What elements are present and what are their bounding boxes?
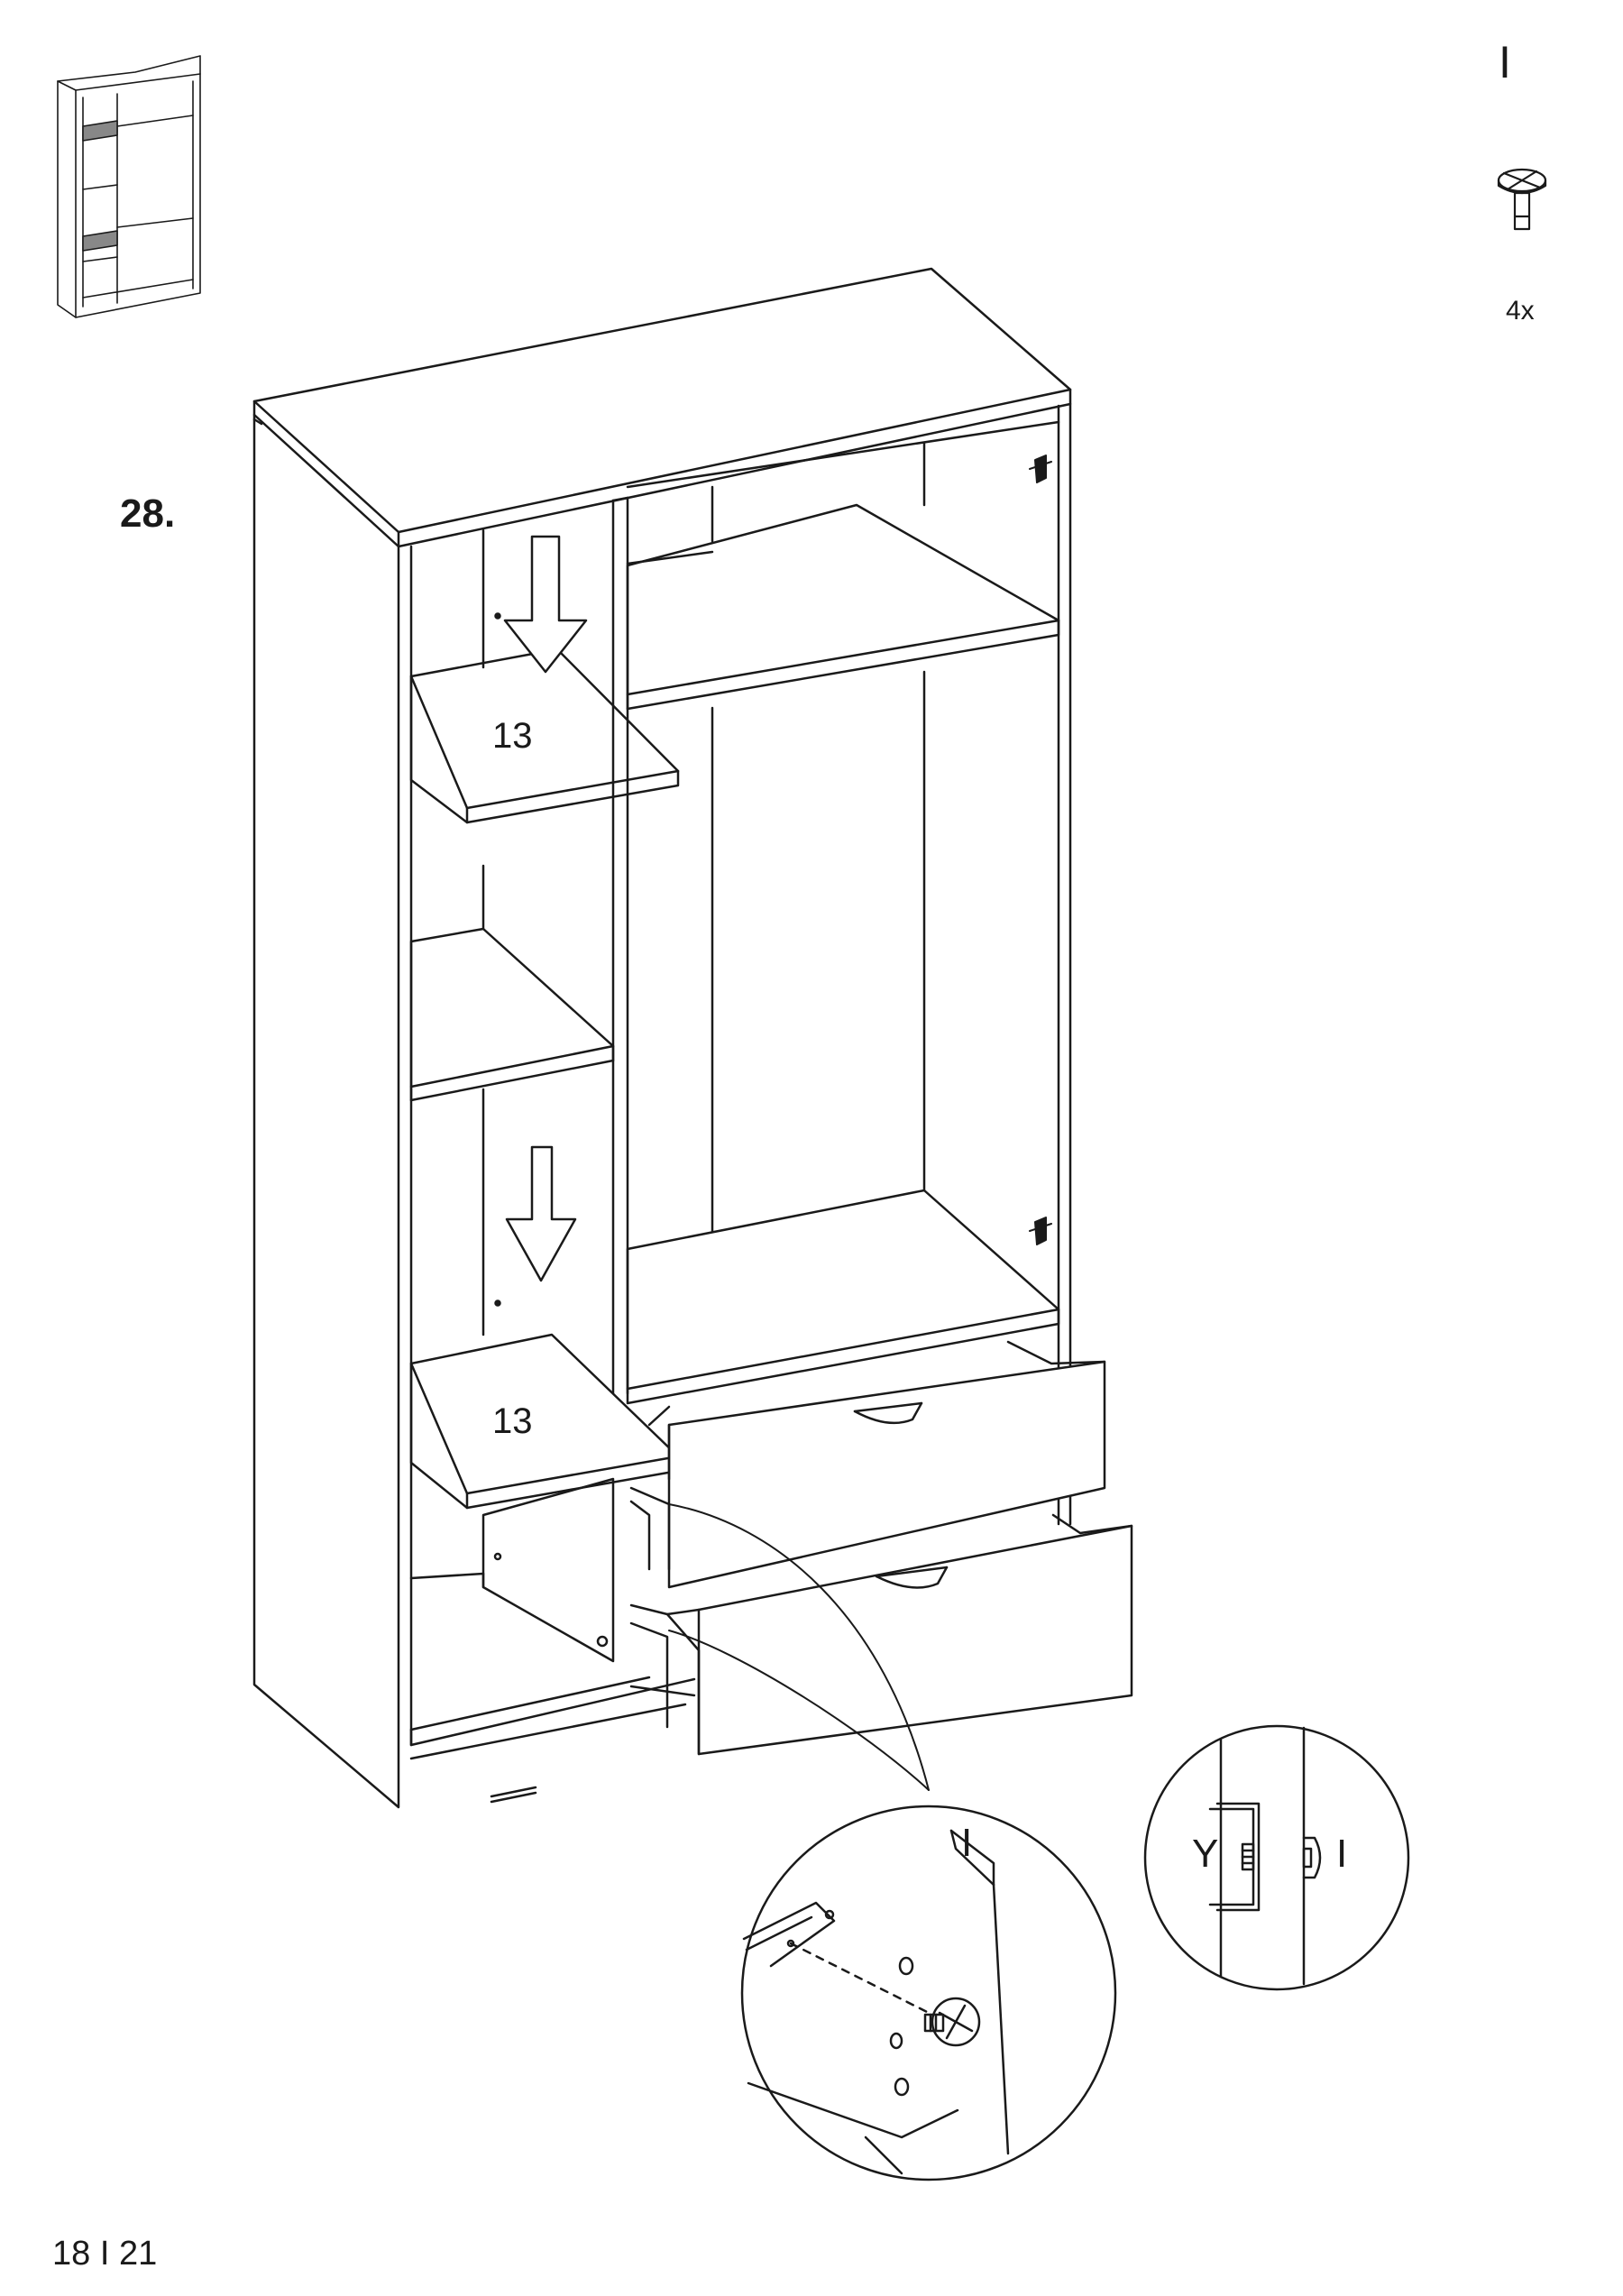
shelf-13-top	[409, 647, 680, 824]
shelf-label-top: 13	[492, 716, 533, 756]
detail-circle-slide	[740, 1805, 1117, 2181]
detail-part-label-y: Y	[1192, 1832, 1219, 1876]
cam-dowel-icon	[1497, 168, 1547, 231]
cam-dowel-icon	[923, 1997, 981, 2047]
drawer-lower	[629, 1513, 1133, 1756]
page-number: 18 I 21	[52, 2235, 158, 2273]
hinge-icon	[1029, 455, 1052, 1245]
step-number: 28.	[120, 491, 176, 536]
detail-part-label-i: I	[961, 1821, 973, 1865]
drawer-upper	[629, 1340, 1106, 1589]
down-arrow-icon	[505, 1145, 577, 1282]
shelf-label-bottom: 13	[492, 1401, 533, 1441]
detail-part-label-i-right: I	[1336, 1832, 1348, 1876]
detail-circle-camlock	[1143, 1724, 1410, 1991]
thumbnail-wardrobe-icon	[57, 55, 201, 318]
shelf-13-bottom	[409, 1333, 680, 1510]
hardware-part-letter: I	[1499, 37, 1511, 87]
down-arrow-icon	[503, 535, 588, 674]
detail-leader-lines	[668, 1503, 930, 1791]
hardware-quantity: 4x	[1506, 296, 1535, 326]
